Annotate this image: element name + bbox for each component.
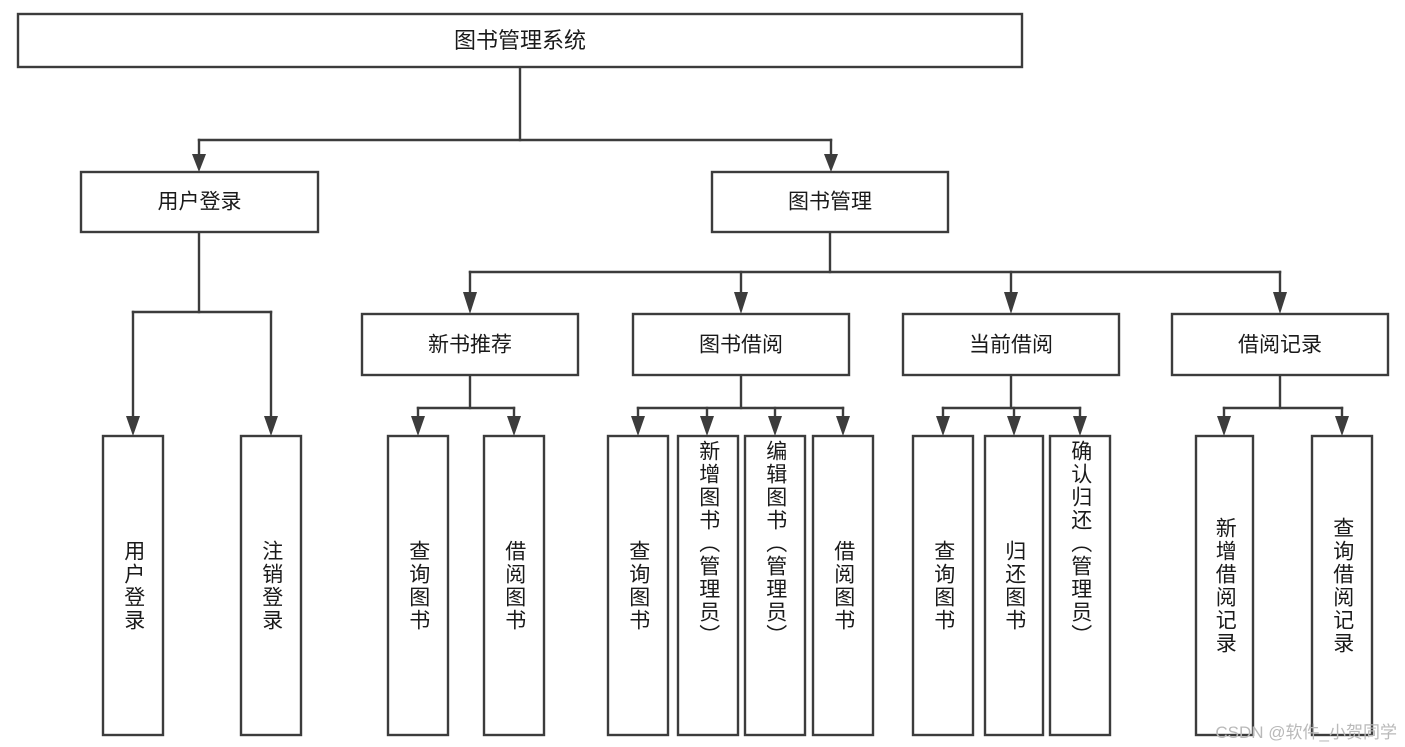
node-new-book-rec-box[interactable] [360,312,580,377]
node-user-login-box[interactable] [79,170,320,234]
leaf-box-add-record[interactable] [1194,434,1255,737]
node-book-borrow[interactable]: 图书借阅 [631,312,851,377]
node-new-book-rec[interactable]: 新书推荐 [360,312,580,377]
leaf-box-return-book[interactable] [983,434,1045,737]
leaf-box-user-login[interactable] [101,434,165,737]
node-root-label: 图书管理系统 [454,28,586,53]
connector-borrowrecord-to-leaves [1217,373,1349,436]
node-book-manage[interactable]: 图书管理 [710,170,950,234]
connector-bookborrow-to-leaves [631,373,850,436]
node-current-borrow-label: 当前借阅 [969,334,1053,357]
connector-currentborrow-to-leaves [936,373,1087,436]
leaf-box-query-book-1[interactable] [386,434,450,737]
node-user-login-label: 用户登录 [158,191,242,214]
node-user-login[interactable]: 用户登录 [79,170,320,234]
node-book-borrow-label: 图书借阅 [699,334,783,357]
node-book-manage-label: 图书管理 [788,191,872,214]
leaf-box-logout[interactable] [239,434,303,737]
leaf-box-confirm-return[interactable] [1048,434,1112,737]
leaf-box-query-record[interactable] [1310,434,1374,737]
node-root[interactable]: 图书管理系统 [16,12,1024,69]
node-current-borrow-box[interactable] [901,312,1121,377]
node-new-book-rec-label: 新书推荐 [428,334,512,357]
node-current-borrow[interactable]: 当前借阅 [901,312,1121,377]
node-borrow-record[interactable]: 借阅记录 [1170,312,1390,377]
leaf-box-borrow-book-2[interactable] [811,434,875,737]
node-borrow-record-label: 借阅记录 [1238,334,1322,357]
connector-bookmanage-to-level3 [463,230,1287,314]
node-book-manage-box[interactable] [710,170,950,234]
node-root-box[interactable] [16,12,1024,69]
connector-userlogin-to-leaves [126,230,278,436]
leaf-box-edit-book[interactable] [743,434,807,737]
node-book-borrow-box[interactable] [631,312,851,377]
leaf-box-query-book-2[interactable] [606,434,670,737]
leaf-box-borrow-book-1[interactable] [482,434,546,737]
connector-newbookrec-to-leaves [411,373,521,436]
leaf-box-add-book[interactable] [676,434,740,737]
connector-root-to-level2 [192,65,838,172]
leaf-box-query-book-3[interactable] [911,434,975,737]
watermark: CSDN @软件_小贺同学 [1215,723,1397,742]
node-borrow-record-box[interactable] [1170,312,1390,377]
